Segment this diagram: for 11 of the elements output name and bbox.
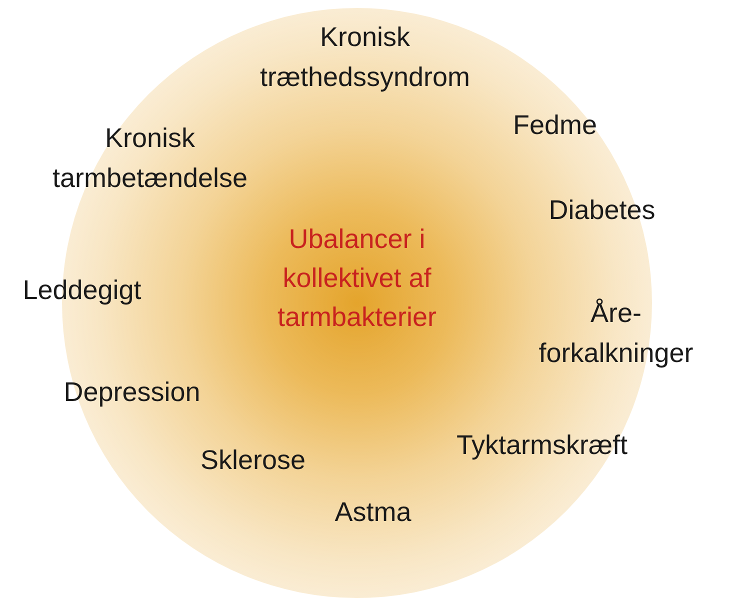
condition-label: Tyktarmskræft: [456, 429, 628, 462]
condition-label: Kronisk tarmbetændelse: [51, 122, 249, 195]
condition-label: Depression: [64, 376, 200, 409]
condition-label: Kronisk træthedssyndrom: [258, 21, 472, 94]
center-heading: Ubalancer i kollektivet af tarmbakterier: [276, 223, 438, 334]
condition-label: Fedme: [512, 109, 598, 142]
condition-label: Diabetes: [548, 194, 656, 227]
condition-label: Leddegigt: [22, 274, 142, 307]
condition-label: Åre- forkalkninger: [538, 297, 694, 370]
condition-label: Astma: [334, 496, 412, 529]
condition-label: Sklerose: [200, 444, 306, 477]
